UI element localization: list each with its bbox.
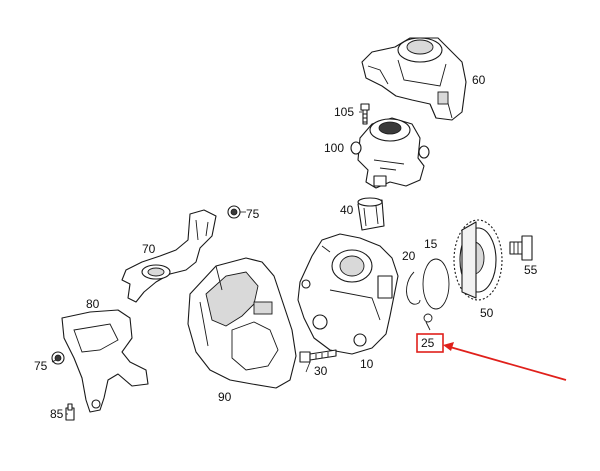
callout-30: 30: [314, 364, 328, 378]
part-70-bracket: [121, 209, 217, 303]
part-55-shaft-bolt: [509, 235, 533, 261]
highlight-box: [416, 333, 444, 353]
highlight-arrow: [449, 346, 567, 381]
callout-85: 85: [50, 407, 64, 421]
part-100-valve-unit: [350, 117, 430, 189]
callout-70: 70: [142, 242, 156, 256]
part-80-bracket-plate: [61, 309, 149, 413]
part-50-gear: [453, 219, 503, 301]
part-15-o-ring: [422, 258, 450, 310]
callout-55: 55: [524, 263, 538, 277]
highlight-arrowhead: [443, 342, 454, 351]
part-30-bolt: [299, 349, 337, 363]
callout-75-top: 75: [246, 207, 260, 221]
callout-10: 10: [360, 357, 374, 371]
callout-100: 100: [324, 141, 344, 155]
callout-60: 60: [472, 73, 486, 87]
part-40-sleeve: [357, 197, 385, 231]
part-20-snap-ring: [406, 271, 421, 305]
part-75-nut-left: [51, 351, 65, 365]
callout-40: 40: [340, 203, 354, 217]
callout-90: 90: [218, 390, 232, 404]
callout-105: 105: [334, 105, 354, 119]
callout-75-left: 75: [34, 359, 48, 373]
callout-15: 15: [424, 237, 438, 251]
part-10-pump-housing: [297, 233, 399, 355]
callout-50: 50: [480, 306, 494, 320]
callout-80: 80: [86, 297, 100, 311]
part-75-nut-top: [227, 205, 241, 219]
part-25-clip: [423, 313, 433, 331]
part-90-cover: [187, 257, 297, 389]
part-60-housing: [361, 37, 467, 121]
part-105-screw: [360, 103, 370, 125]
callout-20: 20: [402, 249, 416, 263]
leader-lines: [51, 111, 362, 415]
highlight-part-25: 25: [416, 333, 567, 381]
callout-25: 25: [421, 336, 435, 350]
part-85-bolt: [65, 403, 75, 421]
